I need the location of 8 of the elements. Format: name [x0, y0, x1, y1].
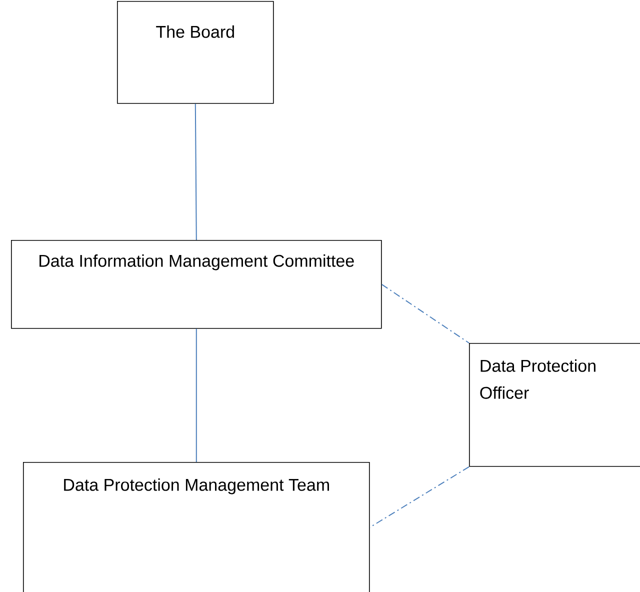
connector-line [369, 466, 470, 528]
org-box: Data Information Management Committee [11, 240, 382, 329]
org-box: The Board [117, 1, 274, 104]
org-box: Data Protection Management Team [23, 462, 370, 592]
org-box: Data Protection Officer [469, 343, 640, 467]
connector-line [194, 103, 197, 240]
connector-line [381, 284, 470, 344]
connector-line [196, 328, 197, 462]
